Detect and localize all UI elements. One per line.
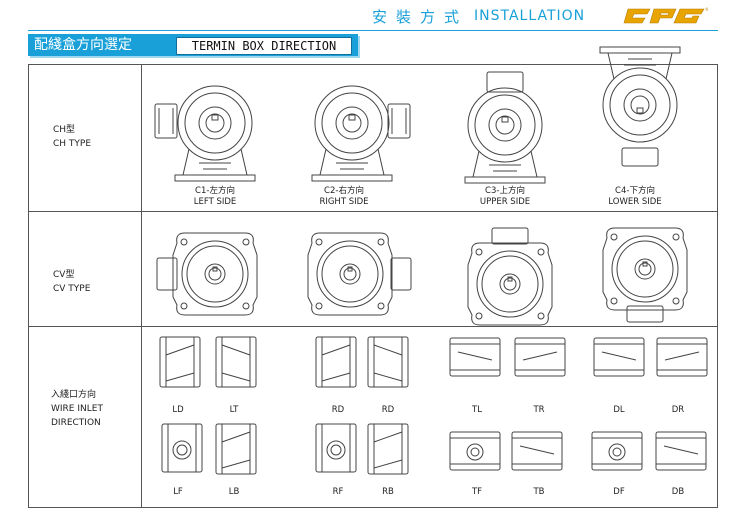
table-column-divider [141,65,142,507]
wire-label: LB [228,487,240,497]
wire-label: LD [172,405,184,415]
wire-rf-drawing [315,423,357,473]
ch-right-side-drawing [311,85,411,182]
wire-label: RD [331,405,345,415]
wire-lf-drawing [161,423,203,473]
wire-tf-drawing [449,431,501,471]
wire-tb-drawing [511,431,563,471]
wire-dr-drawing [656,337,708,377]
ch-upper-side-drawing [464,71,546,184]
wire-label: DL [613,405,625,415]
wire-label: DR [671,405,685,415]
wire-label: RD [381,405,395,415]
header-title: 安裝方式 INSTALLATION [372,4,585,28]
wire-rd-drawing [367,336,409,388]
wire-rd-drawing [315,336,357,388]
wire-label: TB [533,487,545,497]
header-title-cn: 安裝方式 [372,7,469,26]
wire-label: RB [382,487,394,497]
cv-lower-side-drawing [602,227,688,323]
ch-left-side-drawing [154,85,256,182]
header-divider [28,30,718,31]
ch-label-en: UPPER SIDE [479,197,531,207]
wire-label: LT [229,405,239,415]
section-title-en: TERMIN BOX DIRECTION [176,37,352,55]
ch-lower-side-drawing [599,46,681,167]
wire-label: DF [613,487,625,497]
ch-label-en: LOWER SIDE [608,197,662,207]
ch-label-cn: C4-下方向 [615,186,655,196]
ch-label-right: C2-右方向 RIGHT SIDE [304,186,384,208]
row-label-en: DIRECTION [51,418,101,428]
row-label-cn: CH型 [53,125,76,135]
ch-label-en: RIGHT SIDE [319,197,369,207]
header-title-en: INSTALLATION [474,8,586,24]
wire-lb-drawing [215,423,257,475]
row-label-en: CV TYPE [53,284,91,294]
cv-upper-side-drawing [467,227,553,326]
wire-df-drawing [591,431,643,471]
wire-label: LF [173,487,183,497]
direction-table: CH型 CH TYPE CV型 CV TYPE 入綫口方向 WIRE INLET… [28,64,718,508]
ch-label-cn: C3-上方向 [485,186,525,196]
cv-right-side-drawing [307,232,412,316]
row-label-ch: CH型 CH TYPE [53,123,165,151]
wire-lt-drawing [215,336,257,388]
wire-label: TR [533,405,545,415]
ch-label-lower: C4-下方向 LOWER SIDE [592,186,678,208]
wire-dl-drawing [593,337,645,377]
row-label-cv: CV型 CV TYPE [53,268,165,296]
wire-db-drawing [655,431,707,471]
ch-label-cn: C2-右方向 [324,186,364,196]
wire-label: RF [332,487,344,497]
svg-text:®: ® [705,7,708,12]
brand-logo: ® [623,7,708,24]
row-label-cn: 入綫口方向 [51,390,97,400]
row-label-en: WIRE INLET [51,404,103,414]
wire-label: DB [671,487,685,497]
table-row-divider [29,211,717,212]
ch-label-upper: C3-上方向 UPPER SIDE [462,186,548,208]
row-label-wire: 入綫口方向 WIRE INLET DIRECTION [51,388,163,430]
wire-rb-drawing [367,423,409,475]
wire-ld-drawing [159,336,201,388]
row-label-cn: CV型 [53,270,75,280]
wire-tl-drawing [449,337,501,377]
ch-label-left: C1-左方向 LEFT SIDE [175,186,255,208]
section-title-bar: 配綫盒方向選定 TERMIN BOX DIRECTION [28,34,358,56]
wire-label: TL [472,405,482,415]
wire-label: TF [471,487,483,497]
table-row-divider [29,326,717,327]
row-label-en: CH TYPE [53,139,92,149]
ch-label-en: LEFT SIDE [193,197,237,207]
wire-tr-drawing [514,337,566,377]
section-title-cn: 配綫盒方向選定 [34,37,132,53]
cv-left-side-drawing [156,232,258,316]
ch-label-cn: C1-左方向 [195,186,235,196]
